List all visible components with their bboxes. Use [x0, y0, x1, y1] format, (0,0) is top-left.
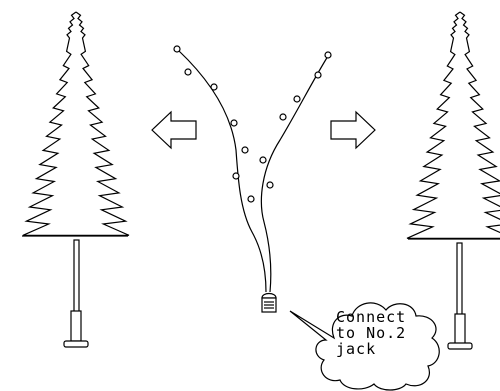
light-string-left-wire: [177, 49, 267, 293]
callout-line-1: Connect: [336, 308, 407, 326]
callout-bubble: [289, 302, 440, 391]
bulb: [259, 156, 267, 164]
bulb: [324, 51, 332, 59]
bulb: [230, 119, 238, 127]
bulb: [184, 68, 192, 76]
right-tree-pole-sleeve: [454, 313, 466, 345]
light-string-right-wire: [260, 55, 329, 293]
light-string: [173, 45, 332, 313]
right-tree-base: [447, 342, 473, 350]
bulb: [241, 146, 249, 154]
arrow-right-icon: [330, 110, 376, 150]
arrow-left-icon: [151, 110, 197, 150]
bulb: [314, 71, 322, 79]
right-tree-crown: [406, 11, 500, 239]
bulb: [279, 113, 287, 121]
bulb: [232, 172, 240, 180]
left-tree-pole: [73, 239, 80, 313]
bulb: [266, 181, 274, 189]
bulb: [210, 83, 218, 91]
left-tree-pole-sleeve: [70, 310, 82, 342]
plug-icon: [261, 292, 277, 313]
right-tree: [406, 11, 500, 350]
left-tree-crown: [22, 11, 130, 236]
bulb: [173, 45, 181, 53]
callout-line-2: to No.2: [336, 324, 407, 342]
left-tree: [22, 11, 130, 348]
left-tree-base: [63, 340, 89, 348]
bulb: [247, 195, 255, 203]
callout-line-3: jack: [336, 340, 377, 358]
bulb: [293, 95, 301, 103]
right-tree-pole: [456, 242, 463, 316]
